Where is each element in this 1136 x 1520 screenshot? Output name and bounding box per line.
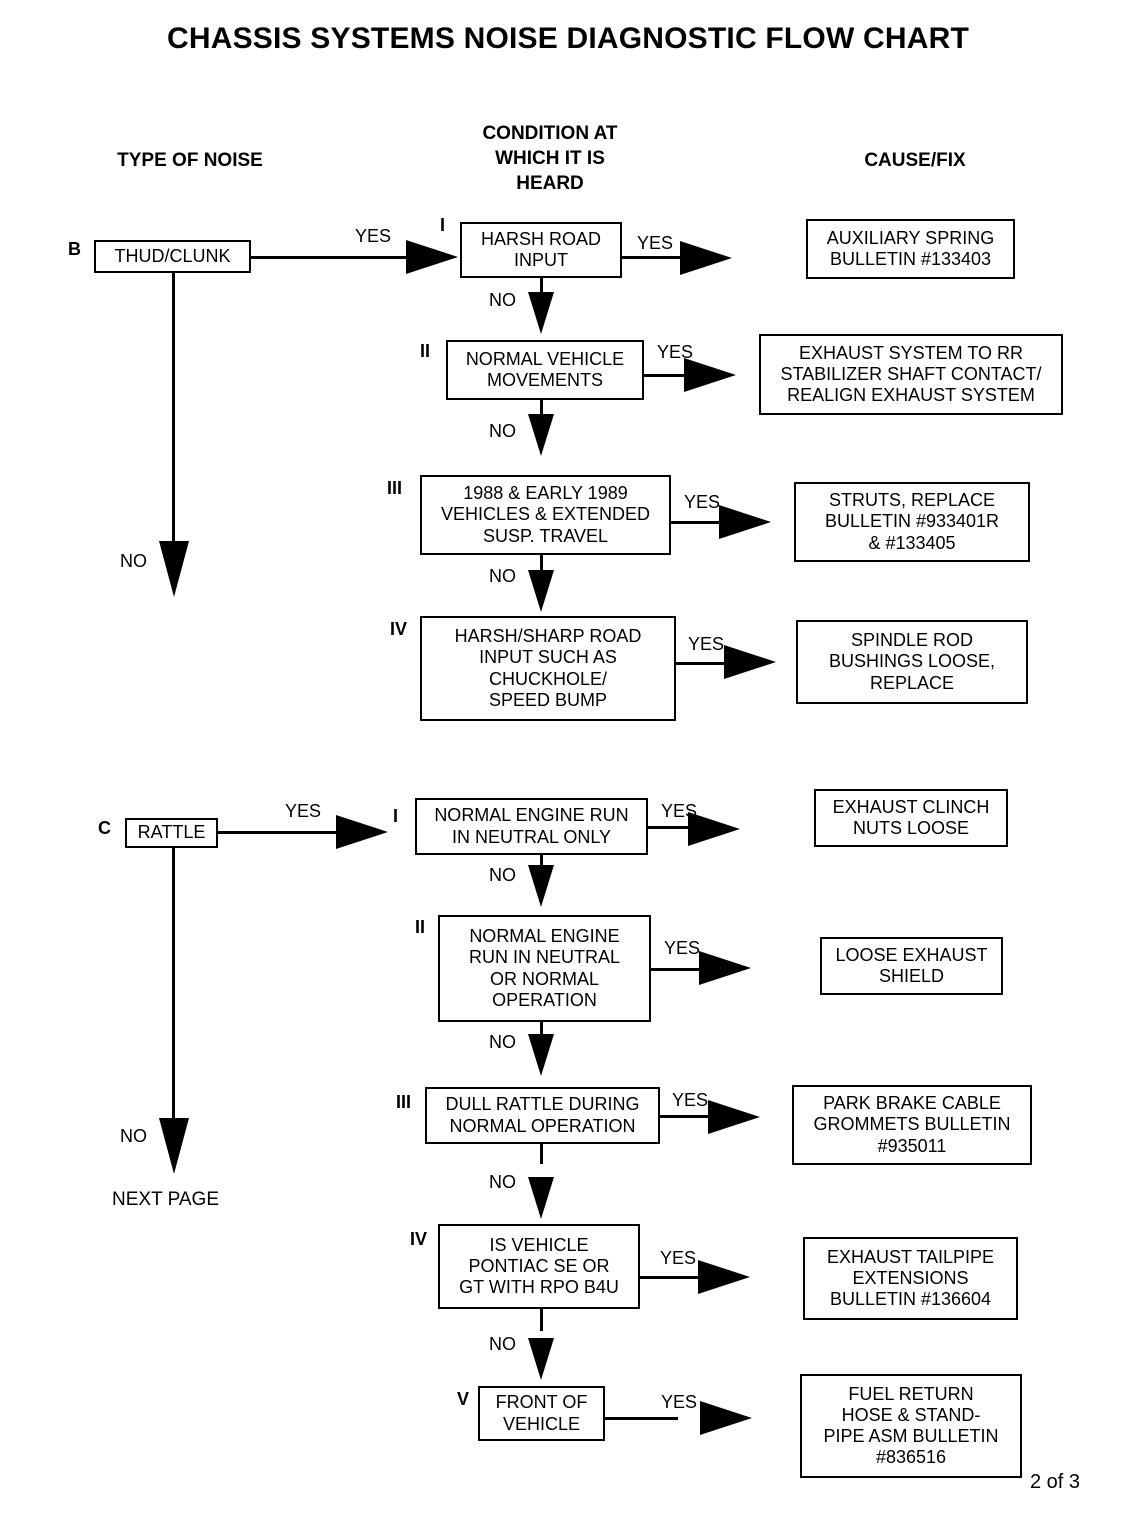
arrowhead-c-iv-no: [528, 1338, 554, 1380]
column-header-type-of-noise: TYPE OF NOISE: [117, 150, 263, 171]
yes-label-c-v: YES: [661, 1392, 698, 1412]
condition-box-c-iv[interactable]: IS VEHICLE PONTIAC SE OR GT WITH RPO B4U: [438, 1224, 640, 1309]
condition-box-c-i[interactable]: NORMAL ENGINE RUN IN NEUTRAL ONLY: [415, 798, 648, 855]
condition-box-b-iv[interactable]: HARSH/SHARP ROAD INPUT SUCH AS CHUCKHOLE…: [420, 616, 676, 721]
arrowhead-b-ii-no: [528, 414, 554, 456]
arrowhead-b-ii-yes: [684, 358, 736, 392]
yes-label-b-ii: YES: [657, 342, 694, 362]
arrowhead-c-v-yes: [700, 1401, 752, 1435]
no-label-b-iii: NO: [489, 566, 516, 586]
arrowhead-c-yes: [336, 815, 388, 849]
cause-box-b-iii[interactable]: STRUTS, REPLACE BULLETIN #933401R & #133…: [794, 482, 1030, 562]
arrowhead-b-yes: [406, 240, 458, 274]
arrowhead-b-iii-no: [528, 570, 554, 612]
roman-c-i: I: [393, 806, 399, 826]
arrowhead-b-i-no: [528, 292, 554, 334]
roman-b-iii: III: [387, 478, 403, 498]
connector-c-ii-yes: [651, 968, 699, 971]
no-label-c-i: NO: [489, 865, 516, 885]
connector-b-iv-yes: [676, 662, 724, 665]
connector-c-iii-no: [540, 1144, 543, 1164]
roman-c-iii: III: [396, 1092, 412, 1112]
no-label-b-ii: NO: [489, 421, 516, 441]
yes-label-b-i: YES: [637, 233, 674, 253]
no-label-b-i: NO: [489, 290, 516, 310]
condition-box-b-i[interactable]: HARSH ROAD INPUT: [460, 222, 622, 278]
arrowhead-c-i-yes: [688, 812, 740, 846]
connector-b-i-no: [540, 278, 543, 292]
condition-box-b-ii[interactable]: NORMAL VEHICLE MOVEMENTS: [446, 340, 644, 400]
yes-label-b-iii: YES: [684, 492, 721, 512]
condition-box-b-iii[interactable]: 1988 & EARLY 1989 VEHICLES & EXTENDED SU…: [420, 475, 671, 555]
connector-c-iv-no: [540, 1309, 543, 1331]
roman-b-ii: II: [420, 341, 431, 361]
roman-c-ii: II: [415, 917, 426, 937]
cause-box-b-iv[interactable]: SPINDLE ROD BUSHINGS LOOSE, REPLACE: [796, 620, 1028, 704]
cause-box-b-ii[interactable]: EXHAUST SYSTEM TO RR STABILIZER SHAFT CO…: [759, 334, 1063, 415]
no-label-c-iii: NO: [489, 1172, 516, 1192]
connector-b-i-yes: [622, 256, 680, 259]
connector-c-i-no: [540, 855, 543, 865]
connector-c-v-yes: [605, 1417, 678, 1420]
cause-box-b-i[interactable]: AUXILIARY SPRING BULLETIN #133403: [806, 219, 1015, 279]
column-header-condition: CONDITION AT WHICH IT IS HEARD: [482, 123, 618, 195]
connector-c-ii-no: [540, 1022, 543, 1034]
connector-c-yes: [218, 831, 336, 834]
yes-label-b-main: YES: [355, 226, 392, 246]
noise-box-thud-clunk[interactable]: THUD/CLUNK: [94, 240, 251, 273]
arrowhead-c-iii-no: [528, 1177, 554, 1219]
roman-b-i: I: [440, 215, 446, 235]
connector-c-no-vertical: [172, 848, 175, 1118]
cause-box-c-i[interactable]: EXHAUST CLINCH NUTS LOOSE: [814, 789, 1008, 847]
roman-b-iv: IV: [390, 619, 408, 639]
no-label-b-main: NO: [120, 551, 147, 571]
no-label-c-ii: NO: [489, 1032, 516, 1052]
connector-b-iii-yes: [671, 521, 719, 524]
connector-b-yes: [251, 256, 406, 259]
arrowhead-b-no: [159, 541, 189, 597]
condition-box-c-iii[interactable]: DULL RATTLE DURING NORMAL OPERATION: [425, 1087, 660, 1144]
section-letter-c: C: [98, 818, 111, 838]
connector-b-no-vertical: [172, 273, 175, 541]
arrowhead-b-iv-yes: [724, 645, 776, 679]
page-number: 2 of 3: [1030, 1471, 1081, 1493]
arrowhead-b-i-yes: [680, 241, 732, 275]
column-header-cause-fix: CAUSE/FIX: [864, 150, 966, 171]
roman-c-v: V: [457, 1389, 470, 1409]
arrowhead-c-ii-no: [528, 1034, 554, 1076]
arrowhead-c-i-no: [528, 865, 554, 907]
no-label-c-main: NO: [120, 1126, 147, 1146]
page-title: CHASSIS SYSTEMS NOISE DIAGNOSTIC FLOW CH…: [167, 22, 969, 55]
cause-box-c-iii[interactable]: PARK BRAKE CABLE GROMMETS BULLETIN #9350…: [792, 1085, 1032, 1165]
yes-label-c-ii: YES: [664, 938, 701, 958]
arrowhead-c-iv-yes: [698, 1260, 750, 1294]
connector-b-ii-no: [540, 400, 543, 414]
connector-c-iii-yes: [660, 1115, 708, 1118]
next-page-label: NEXT PAGE: [112, 1189, 219, 1210]
yes-label-c-iii: YES: [672, 1090, 709, 1110]
section-letter-b: B: [68, 239, 81, 259]
cause-box-c-v[interactable]: FUEL RETURN HOSE & STAND- PIPE ASM BULLE…: [800, 1374, 1022, 1478]
noise-box-rattle[interactable]: RATTLE: [125, 818, 218, 848]
yes-label-c-iv: YES: [660, 1248, 697, 1268]
arrowhead-c-no: [159, 1118, 189, 1174]
no-label-c-iv: NO: [489, 1334, 516, 1354]
roman-c-iv: IV: [410, 1229, 428, 1249]
arrowhead-b-iii-yes: [719, 505, 771, 539]
arrowhead-c-iii-yes: [708, 1100, 760, 1134]
cause-box-c-ii[interactable]: LOOSE EXHAUST SHIELD: [820, 937, 1003, 995]
connector-c-iv-yes: [640, 1276, 698, 1279]
cause-box-c-iv[interactable]: EXHAUST TAILPIPE EXTENSIONS BULLETIN #13…: [803, 1237, 1018, 1320]
connector-b-iii-no: [540, 555, 543, 571]
yes-label-c-main: YES: [285, 801, 322, 821]
condition-box-c-ii[interactable]: NORMAL ENGINE RUN IN NEUTRAL OR NORMAL O…: [438, 915, 651, 1022]
condition-box-c-v[interactable]: FRONT OF VEHICLE: [478, 1386, 605, 1441]
connector-b-ii-yes: [644, 374, 684, 377]
arrowhead-c-ii-yes: [699, 951, 751, 985]
yes-label-b-iv: YES: [688, 634, 725, 654]
connector-c-i-yes: [648, 826, 688, 829]
